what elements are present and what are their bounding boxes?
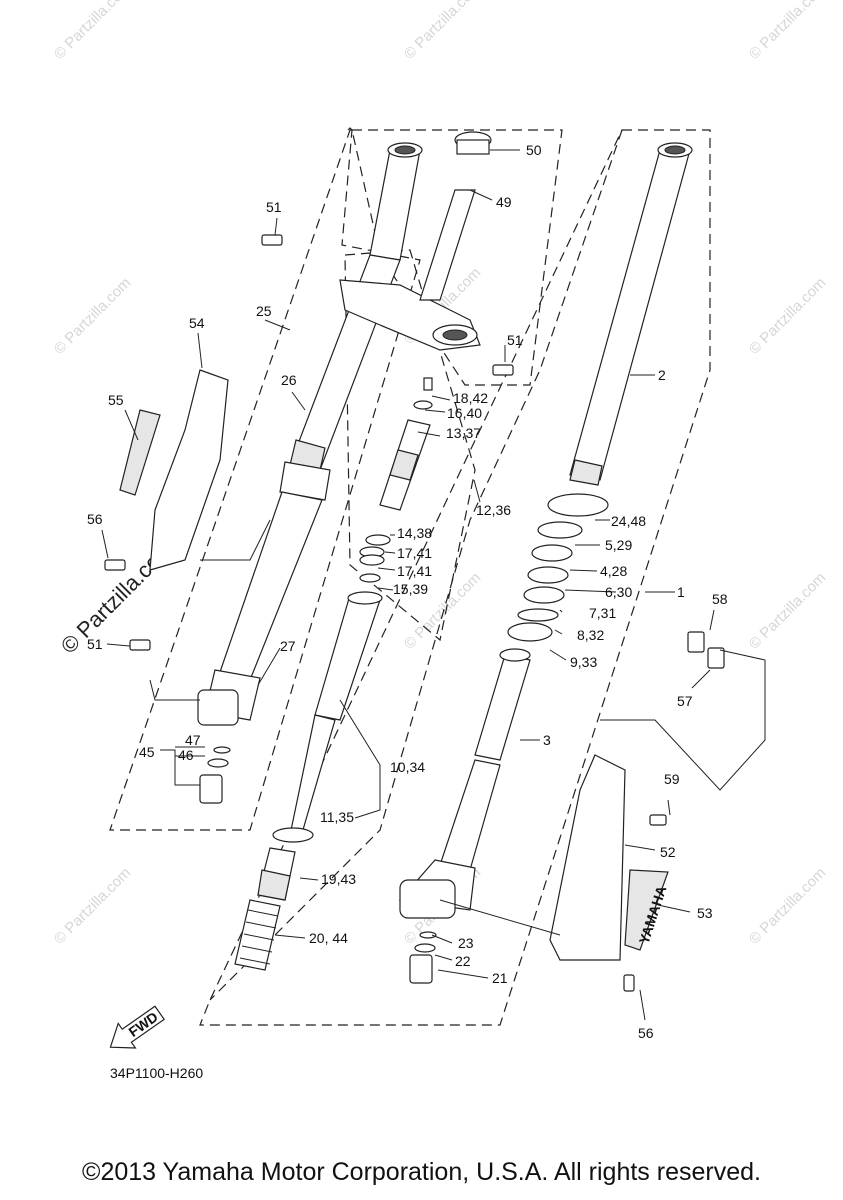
callout-11-35: 11,35 — [320, 809, 354, 825]
callout-6-30: 6,30 — [605, 584, 632, 600]
callout-8-32: 8,32 — [577, 627, 604, 643]
callout-50: 50 — [526, 142, 542, 158]
callout-15-39: 15,39 — [393, 581, 428, 597]
callout-16-40: 16,40 — [447, 405, 482, 421]
callout-19-43: 19,43 — [321, 871, 356, 887]
callouts: 50 49 51 51 51 25 26 54 55 56 27 47 45 4… — [87, 142, 728, 1041]
callout-27: 27 — [280, 638, 296, 654]
watermark: © Partzilla.com — [51, 864, 134, 947]
watermark: © Partzilla.com — [746, 864, 829, 947]
callout-5-29: 5,29 — [605, 537, 632, 553]
left-axle-parts — [199, 746, 231, 804]
watermark: © Partzilla.com — [746, 0, 829, 63]
callout-51: 51 — [87, 636, 103, 652]
callout-3: 3 — [543, 732, 551, 748]
left-inner-tube — [197, 142, 423, 726]
callout-1: 1 — [677, 584, 685, 600]
forward-arrow-icon: FWD — [109, 1005, 165, 1049]
watermarks: © Partzilla.com © Partzilla.com © Partzi… — [51, 0, 829, 948]
callout-54: 54 — [189, 315, 205, 331]
callout-17-41: 17,41 — [397, 545, 432, 561]
callout-7-31: 7,31 — [589, 605, 616, 621]
callout-57: 57 — [677, 693, 693, 709]
callout-9-33: 9,33 — [570, 654, 597, 670]
leader-lines — [101, 149, 766, 1021]
callout-56: 56 — [638, 1025, 654, 1041]
callout-47: 47 — [185, 732, 201, 748]
callout-51: 51 — [507, 332, 523, 348]
diagram-code: 34P1100-H260 — [110, 1065, 203, 1081]
callout-20-44: 20, 44 — [309, 930, 348, 946]
left-damper-parts — [234, 377, 433, 971]
callout-49: 49 — [496, 194, 512, 210]
right-inner-tube — [398, 142, 693, 984]
watermark: © Partzilla.com — [51, 0, 134, 63]
callout-45: 45 — [139, 744, 155, 760]
callout-26: 26 — [281, 372, 297, 388]
callout-18-42: 18,42 — [453, 390, 488, 406]
copyright-footer: ©2013 Yamaha Motor Corporation, U.S.A. A… — [82, 1158, 761, 1186]
callout-58: 58 — [712, 591, 728, 607]
callout-14-38: 14,38 — [397, 525, 432, 541]
callout-51: 51 — [266, 199, 282, 215]
triple-clamp — [339, 131, 492, 351]
callout-10-34: 10,34 — [390, 759, 425, 775]
watermark: © Partzilla.com — [746, 274, 829, 357]
callout-52: 52 — [660, 844, 676, 860]
callout-46: 46 — [178, 747, 194, 763]
callout-2: 2 — [658, 367, 666, 383]
callout-24-48: 24,48 — [611, 513, 646, 529]
callout-21: 21 — [492, 970, 508, 986]
watermark: © Partzilla.com — [51, 274, 134, 357]
callout-4-28: 4,28 — [600, 563, 627, 579]
callout-17-41: 17,41 — [397, 563, 432, 579]
callout-22: 22 — [455, 953, 471, 969]
callout-13-37: 13,37 — [446, 425, 481, 441]
callout-23: 23 — [458, 935, 474, 951]
watermark: © Partzilla.com — [401, 0, 484, 63]
callout-12-36: 12,36 — [476, 502, 511, 518]
callout-25: 25 — [256, 303, 272, 319]
left-fork-guard — [104, 234, 514, 651]
callout-53: 53 — [697, 905, 713, 921]
watermark: © Partzilla.com — [746, 569, 829, 652]
callout-59: 59 — [664, 771, 680, 787]
callout-56: 56 — [87, 511, 103, 527]
callout-55: 55 — [108, 392, 124, 408]
right-fork-guard: YAMAHA — [549, 631, 725, 992]
